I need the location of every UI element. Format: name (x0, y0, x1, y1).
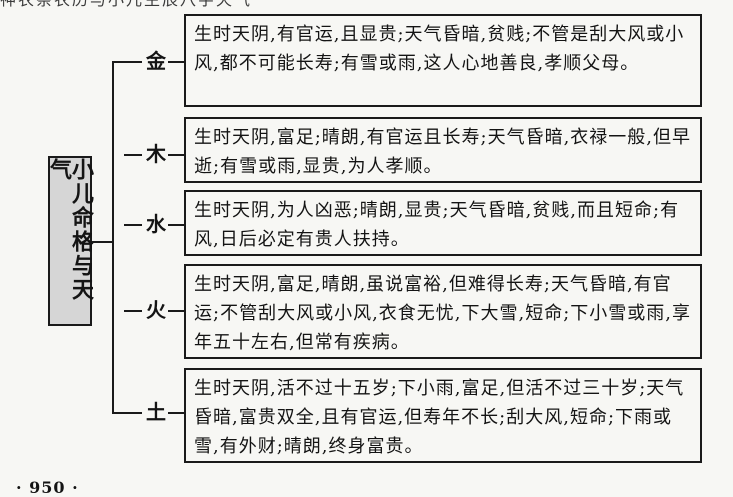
element-label-huo: 火 (146, 298, 166, 322)
branch-line-right-tu (168, 412, 184, 414)
branch-line-right-shui (168, 224, 184, 226)
page-number: · 950 · (16, 478, 79, 497)
branch-line-left-huo (124, 310, 142, 312)
root-node: 小儿命格与天气 (46, 156, 94, 326)
branch-box-tu: 生时天阴,活不过十五岁;下小雨,富足,但活不过三十岁;天气昏暗,富贵双全,且有官… (184, 368, 702, 463)
element-label-jin: 金 (146, 49, 166, 73)
vertical-trunk-line (112, 61, 114, 412)
branch-box-jin: 生时天阴,有官运,且显贵;天气昏暗,贫贱;不管是刮大风或小风,都不可能长寿;有雪… (184, 14, 702, 107)
branch-line-left-mu (124, 154, 142, 156)
branch-box-huo: 生时天阴,富足,晴朗,虽说富裕,但难得长寿;天气昏暗,有官运;不管刮大风或小风,… (184, 264, 702, 359)
branch-line-right-huo (168, 310, 184, 312)
root-label: 小儿命格与天气 (46, 158, 94, 302)
branch-line-right-mu (168, 154, 184, 156)
element-label-mu: 木 (146, 142, 166, 166)
cropped-header-text: 神农祭农历与小儿生辰八字天气 (0, 0, 733, 8)
branch-line-left-jin (112, 61, 142, 63)
branch-line-left-tu (112, 412, 142, 414)
element-label-tu: 土 (146, 400, 166, 424)
branch-line-left-shui (124, 224, 142, 226)
branch-box-mu: 生时天阴,富足;晴朗,有官运且长寿;天气昏暗,衣禄一般,但早逝;有雪或雨,显贵,… (184, 117, 702, 183)
branch-box-shui: 生时天阴,为人凶恶;晴朗,显贵;天气昏暗,贫贱,而且短命;有风,日后必定有贵人扶… (184, 190, 702, 256)
element-label-shui: 水 (146, 212, 166, 236)
branch-line-right-jin (168, 61, 184, 63)
root-connector (92, 241, 114, 243)
